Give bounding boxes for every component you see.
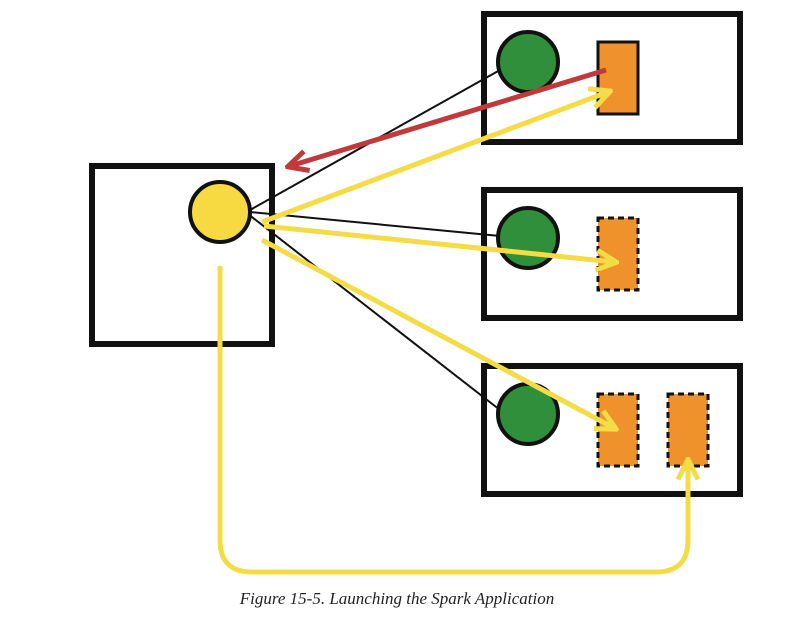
task-icon-3a [596,392,640,468]
driver-node-icon [188,180,252,244]
worker-node-icon-2 [496,206,560,270]
task-icon-2 [596,216,640,292]
link-worker-3 [247,213,501,411]
worker-node-icon-1 [496,30,560,94]
launch-arrow-4 [217,266,688,575]
link-worker-2 [249,211,501,237]
launch-arrow-3 [260,237,614,428]
spark-launch-diagram [89,11,743,575]
launch-arrow-1 [261,92,608,225]
task-icon-3b [666,392,710,468]
task-icon-1 [596,40,640,116]
response-arrow [290,67,607,166]
figure-caption: Figure 15-5. Launching the Spark Applica… [239,589,555,608]
launch-arrow-2 [263,223,614,262]
